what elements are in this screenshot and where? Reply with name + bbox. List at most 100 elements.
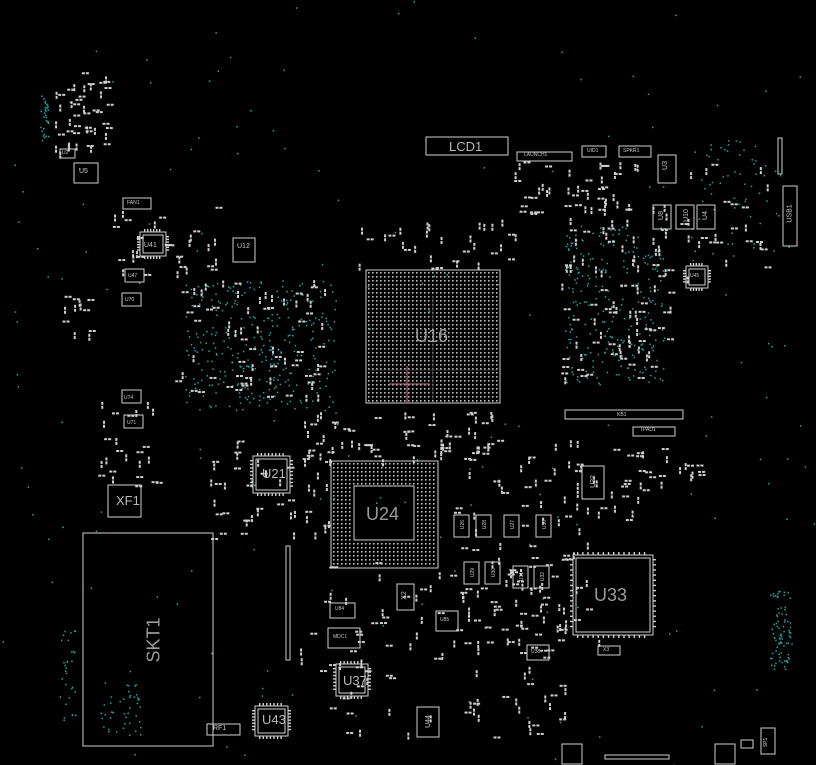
- via: [299, 285, 301, 287]
- passive: [542, 616, 545, 620]
- via: [223, 340, 225, 342]
- passive: [333, 707, 337, 710]
- u16-bga-ball: [416, 300, 418, 302]
- passive: [601, 197, 605, 200]
- u24-bga-ball: [429, 555, 431, 557]
- u16-bga-ball: [456, 280, 458, 282]
- u24-bga-ball: [385, 467, 387, 469]
- passive: [679, 471, 682, 475]
- u16-bga-ball: [480, 328, 482, 330]
- passive: [319, 457, 322, 461]
- u16-bga-ball: [444, 380, 446, 382]
- passive: [577, 619, 581, 622]
- passive: [317, 394, 320, 398]
- u24-bga-ball: [397, 559, 399, 561]
- edge-connector: [777, 137, 783, 175]
- passive: [186, 311, 190, 314]
- passive: [518, 163, 521, 167]
- u5-body: [73, 162, 99, 184]
- u16-bga-ball: [420, 300, 422, 302]
- passive: [473, 458, 477, 461]
- passive: [766, 184, 769, 188]
- passive: [506, 642, 509, 646]
- passive: [597, 515, 600, 519]
- u16-bga-ball: [376, 328, 378, 330]
- passive: [269, 381, 272, 385]
- u24-bga-ball: [421, 467, 423, 469]
- passive: [256, 513, 259, 517]
- via: [662, 258, 664, 260]
- u16-bga-ball: [428, 344, 430, 346]
- passive: [146, 405, 149, 409]
- passive: [114, 214, 117, 218]
- u16-bga-ball: [496, 272, 498, 274]
- kb1-label: KB1: [617, 412, 627, 418]
- passive: [633, 259, 636, 263]
- u16-bga-ball: [412, 344, 414, 346]
- u16-bga-ball: [476, 392, 478, 394]
- u16-bga-ball: [440, 316, 442, 318]
- u16-bga-ball: [444, 400, 446, 402]
- via: [652, 268, 654, 270]
- via: [592, 371, 595, 373]
- u24-bga-ball: [429, 519, 431, 521]
- passive: [356, 633, 360, 636]
- via: [321, 312, 324, 315]
- via: [112, 711, 114, 714]
- passive: [533, 545, 537, 548]
- via: [258, 378, 261, 381]
- u21-pin: [290, 470, 293, 473]
- u16-bga-ball: [412, 304, 414, 306]
- passive: [527, 196, 531, 199]
- u24-bga-ball: [349, 563, 351, 565]
- passive: [291, 466, 295, 469]
- passive: [429, 719, 432, 723]
- passive: [744, 228, 747, 232]
- u24-bga-ball: [429, 515, 431, 517]
- via: [813, 523, 816, 526]
- u16-bga-ball: [464, 328, 466, 330]
- via: [771, 345, 773, 348]
- u24-bga-ball: [349, 463, 351, 465]
- passive: [63, 306, 66, 310]
- u16-bga-ball: [484, 348, 486, 350]
- via: [41, 139, 44, 142]
- u16-bga-ball: [388, 344, 390, 346]
- via: [124, 723, 126, 725]
- u16-bga-ball: [424, 324, 426, 326]
- u16-bga-ball: [420, 368, 422, 370]
- u16-bga-ball: [444, 376, 446, 378]
- passive: [101, 405, 104, 409]
- u24-bga-ball: [333, 519, 335, 521]
- u16-bga-ball: [460, 384, 462, 386]
- via: [74, 630, 77, 632]
- passive: [434, 657, 438, 660]
- via: [263, 397, 265, 399]
- via: [70, 632, 72, 634]
- via: [253, 288, 256, 291]
- passive: [586, 511, 589, 515]
- passive: [242, 360, 246, 363]
- u16-bga-ball: [388, 352, 390, 354]
- u24-bga-ball: [341, 547, 343, 549]
- passive: [584, 206, 587, 210]
- passive: [219, 513, 223, 516]
- u24-bga-ball: [373, 467, 375, 469]
- u16-bga-ball: [464, 292, 466, 294]
- via: [779, 637, 781, 639]
- skt1-label: SKT1: [143, 617, 164, 663]
- u16-bga-ball: [416, 272, 418, 274]
- u16-bga-ball: [492, 336, 494, 338]
- u33-pin: [638, 635, 641, 638]
- via: [300, 401, 302, 404]
- via: [651, 299, 654, 302]
- passive: [514, 180, 518, 183]
- passive: [514, 238, 517, 242]
- passive: [637, 500, 640, 504]
- passive: [415, 598, 418, 602]
- passive: [175, 380, 179, 383]
- u16-bga-ball: [428, 296, 430, 298]
- passive: [574, 238, 577, 242]
- passive: [566, 366, 570, 369]
- u24-bga-ball: [413, 559, 415, 561]
